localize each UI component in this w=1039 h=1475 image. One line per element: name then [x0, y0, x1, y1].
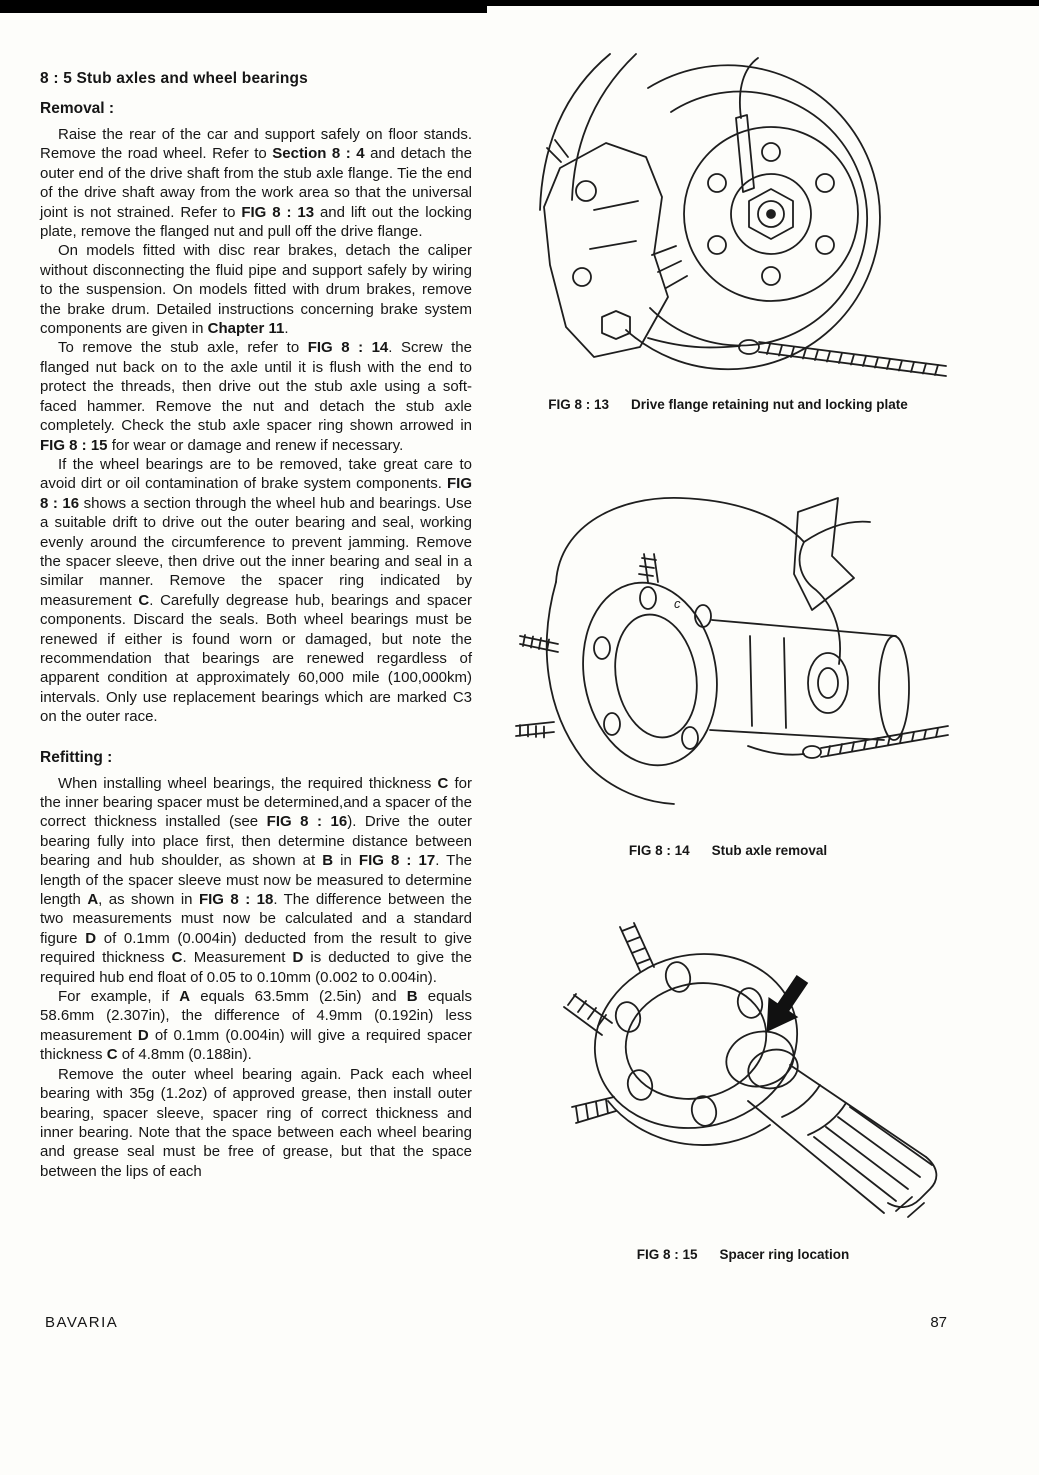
- refitting-paragraph: Remove the outer wheel bearing again. Pa…: [40, 1065, 472, 1180]
- removal-paragraph: Raise the rear of the car and support sa…: [40, 126, 472, 241]
- section-heading: 8 : 5 Stub axles and wheel bearings: [40, 70, 309, 87]
- removal-heading: Removal :: [40, 100, 115, 117]
- fig-title: Spacer ring location: [719, 1247, 850, 1262]
- fig-8-15-caption: FIG 8 : 15 Spacer ring location: [528, 1247, 958, 1262]
- removal-paragraph: To remove the stub axle, refer to FIG 8 …: [40, 339, 472, 454]
- refitting-paragraph: When installing wheel bearings, the requ…: [40, 774, 473, 986]
- fig-label: FIG 8 : 14: [628, 843, 690, 858]
- fig-8-15-illustration: [563, 922, 938, 1218]
- removal-paragraph: If the wheel bearings are to be removed,…: [40, 455, 472, 726]
- figure-8-15: FIG 8 : 15 Spacer ring location: [528, 915, 958, 1262]
- fig-title: Stub axle removal: [711, 843, 828, 858]
- spacer-ring-arrow-icon: [766, 975, 809, 1032]
- footer-model-name: BAVARIA: [45, 1314, 119, 1331]
- fig-8-13-caption: FIG 8 : 13 Drive flange retaining nut an…: [498, 397, 958, 412]
- fig-label: FIG 8 : 13: [548, 397, 609, 412]
- refitting-heading: Refitting :: [40, 748, 113, 766]
- page-footer: BAVARIA 87: [45, 1314, 947, 1331]
- figure-8-13: FIG 8 : 13 Drive flange retaining nut an…: [498, 50, 958, 412]
- fig-8-13-illustration: [539, 53, 947, 377]
- refitting-paragraph: For example, if A equals 63.5mm (2.5in) …: [40, 988, 473, 1064]
- fig-label: FIG 8 : 15: [636, 1247, 698, 1262]
- fig-title: Drive flange retaining nut and locking p…: [630, 397, 908, 412]
- fig-8-14-annotation: c: [674, 596, 681, 611]
- footer-page-number: 87: [930, 1314, 947, 1331]
- scan-artifact-top-left: [0, 0, 487, 13]
- removal-paragraph: On models fitted with disc rear brakes, …: [40, 242, 472, 338]
- figure-8-14: c FIG 8 : 14 Stub axle removal: [498, 486, 958, 858]
- fig-8-14-caption: FIG 8 : 14 Stub axle removal: [498, 843, 958, 858]
- scan-artifact-top-right: [487, 0, 1039, 6]
- fig-8-14-illustration: c: [515, 497, 949, 805]
- text-column: 8 : 5 Stub axles and wheel bearings Remo…: [40, 70, 472, 1181]
